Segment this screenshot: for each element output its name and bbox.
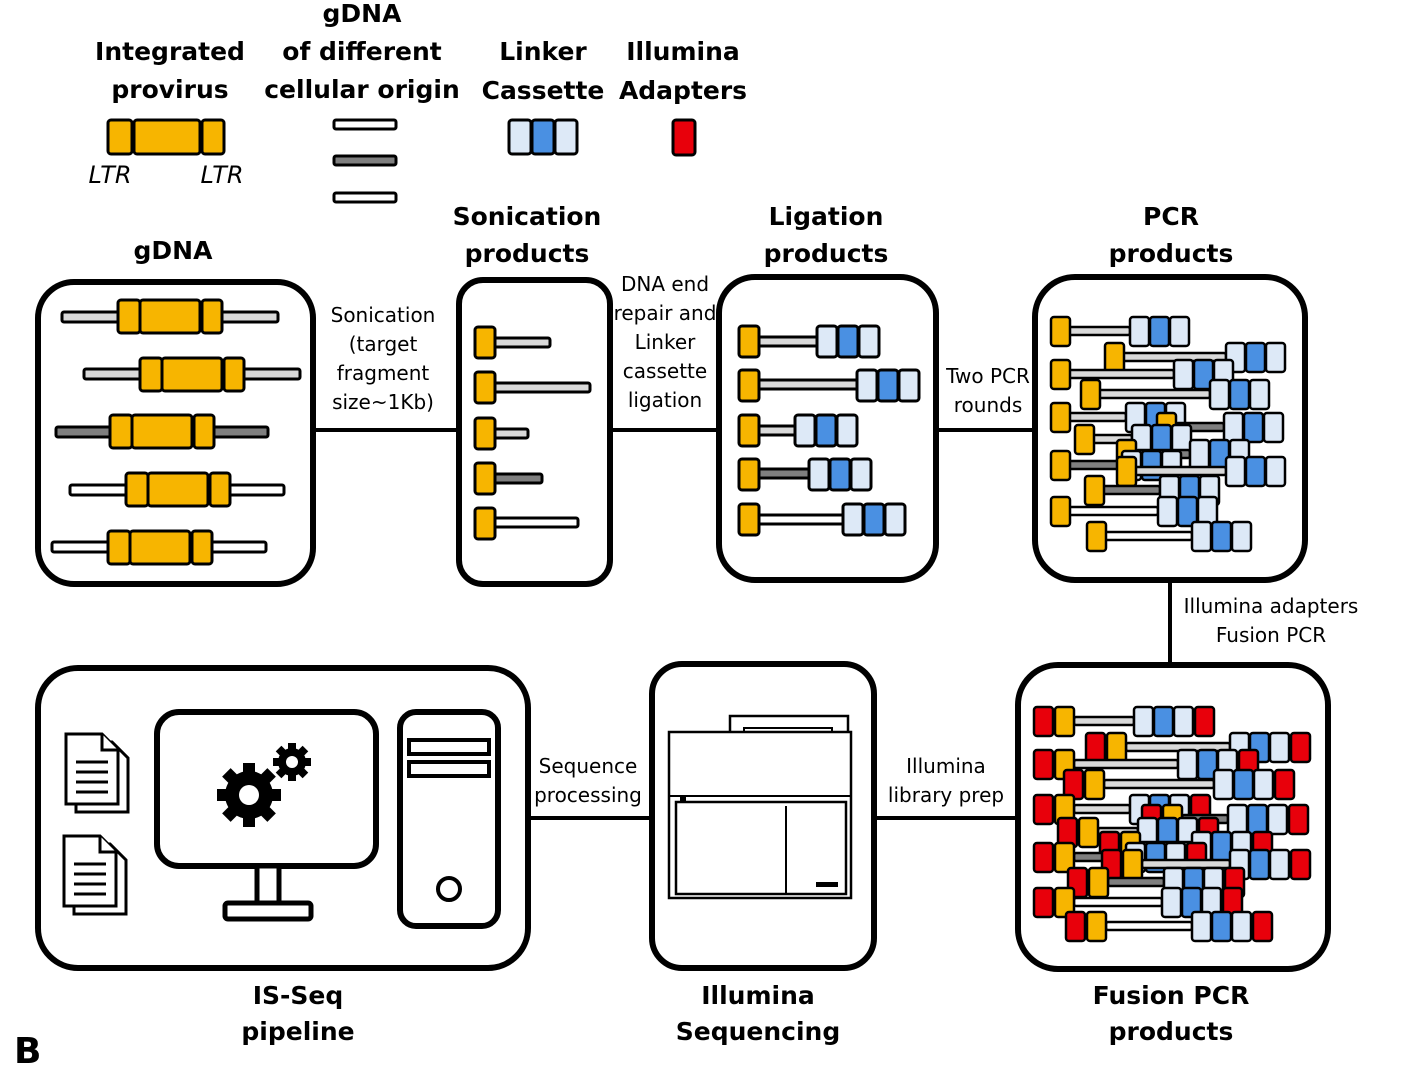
step-repair-2: repair and (614, 301, 717, 325)
fusion-fragment (1032, 748, 1260, 781)
document-icon (64, 732, 130, 814)
document-stack-icon (62, 732, 130, 916)
sonication-fragment (473, 325, 552, 360)
step-repair-3: Linker (635, 330, 697, 354)
legend-ltr-left: LTR (88, 161, 131, 189)
stage-gdna-label: gDNA (134, 236, 214, 265)
fusion-fragment (1064, 910, 1274, 943)
sonication-fragment (473, 506, 580, 541)
stage-pcr-label1: PCR (1143, 202, 1199, 231)
legend-linker-line1: Linker (499, 37, 587, 66)
step-repair-1: DNA end (621, 272, 709, 296)
ligation-fragments (737, 324, 921, 537)
legend-provirus-line1: Integrated (95, 37, 245, 66)
gdna-fragment (54, 413, 270, 450)
pcr-fragment (1049, 495, 1219, 528)
stage-fusion-label1: Fusion PCR (1093, 981, 1250, 1010)
step-pcr-1: Two PCR (945, 364, 1030, 388)
gdna-fragment (82, 356, 302, 393)
step-pcr-2: rounds (954, 393, 1023, 417)
sonication-fragment (473, 416, 530, 451)
panel-letter: B (14, 1031, 41, 1068)
fusion-fragment (1100, 848, 1312, 881)
stage-sequencing-label2: Sequencing (676, 1017, 841, 1046)
pcr-fragment (1079, 378, 1271, 411)
step-adapters-2: Fusion PCR (1216, 623, 1326, 647)
gdna-fragment (50, 529, 268, 566)
fusion-fragment (1032, 705, 1216, 738)
gdna-fragments (50, 298, 302, 566)
stage-labels: gDNA Sonication products Ligation produc… (134, 202, 1250, 1046)
ligation-fragment (737, 324, 881, 359)
computer-tower-icon (397, 709, 501, 929)
sonication-fragments (473, 325, 592, 541)
stage-pcr-label2: products (1109, 239, 1234, 268)
stage-pipeline-label1: IS-Seq (253, 981, 344, 1010)
stage-sonication-label1: Sonication (453, 202, 602, 231)
pcr-fragment (1049, 315, 1191, 348)
sequencer-machine-icon (667, 714, 853, 900)
step-repair-4: cassette (623, 359, 707, 383)
fusion-fragment (1062, 768, 1296, 801)
step-repair-5: ligation (628, 388, 702, 412)
legend-adapter-icon (671, 118, 697, 157)
legend-linker-line2: Cassette (482, 76, 605, 105)
step-libprep-2: library prep (888, 783, 1004, 807)
stage-sonication-label2: products (465, 239, 590, 268)
step-sonication-4: size~1Kb) (332, 390, 434, 414)
legend-gdna-icon (332, 118, 398, 204)
step-sonication-1: Sonication (331, 303, 436, 327)
ligation-fragment (737, 368, 921, 403)
legend-linker-icon (507, 118, 579, 156)
gear-icon (273, 743, 311, 781)
legend-provirus-line2: provirus (111, 75, 228, 104)
fusion-fragments (1032, 705, 1312, 943)
step-sonication-2: (target (349, 332, 418, 356)
ligation-fragment (737, 502, 907, 537)
legend-gdna-line3: cellular origin (264, 75, 460, 104)
stage-pipeline-label2: pipeline (241, 1017, 354, 1046)
monitor-gears-icon (154, 709, 379, 922)
ligation-fragment (737, 413, 859, 448)
legend-ltr-right: LTR (200, 161, 243, 189)
gear-icon (217, 763, 281, 827)
gdna-fragment (60, 298, 280, 335)
pcr-fragments (1049, 315, 1287, 553)
fusion-fragment (1032, 886, 1244, 919)
legend-gdna-line2: of different (282, 37, 442, 66)
pcr-fragment (1085, 520, 1253, 553)
step-adapters-1: Illumina adapters (1184, 594, 1359, 618)
sonication-fragment (473, 461, 544, 496)
step-processing-1: Sequence (539, 754, 638, 778)
step-libprep-1: Illumina (906, 754, 986, 778)
legend: Integrated provirus LTR LTR gDNA of diff… (88, 0, 747, 204)
ligation-fragment (737, 457, 873, 492)
step-processing-2: processing (534, 783, 642, 807)
stage-ligation-label1: Ligation (769, 202, 884, 231)
step-labels: Sonication (target fragment size~1Kb) DN… (331, 272, 1359, 807)
connectors (313, 428, 1172, 820)
sonication-box (456, 277, 613, 587)
legend-provirus-icon (106, 118, 226, 156)
legend-adapters-line1: Illumina (626, 37, 740, 66)
document-icon (62, 834, 128, 916)
gdna-fragment (68, 471, 286, 508)
step-sonication-3: fragment (337, 361, 430, 385)
stage-fusion-label2: products (1109, 1017, 1234, 1046)
legend-adapters-line2: Adapters (619, 76, 747, 105)
pcr-fragment (1115, 455, 1287, 488)
stage-sequencing-label1: Illumina (701, 981, 815, 1010)
stage-ligation-label2: products (764, 239, 889, 268)
sonication-fragment (473, 370, 592, 405)
legend-gdna-line1: gDNA (323, 0, 403, 28)
